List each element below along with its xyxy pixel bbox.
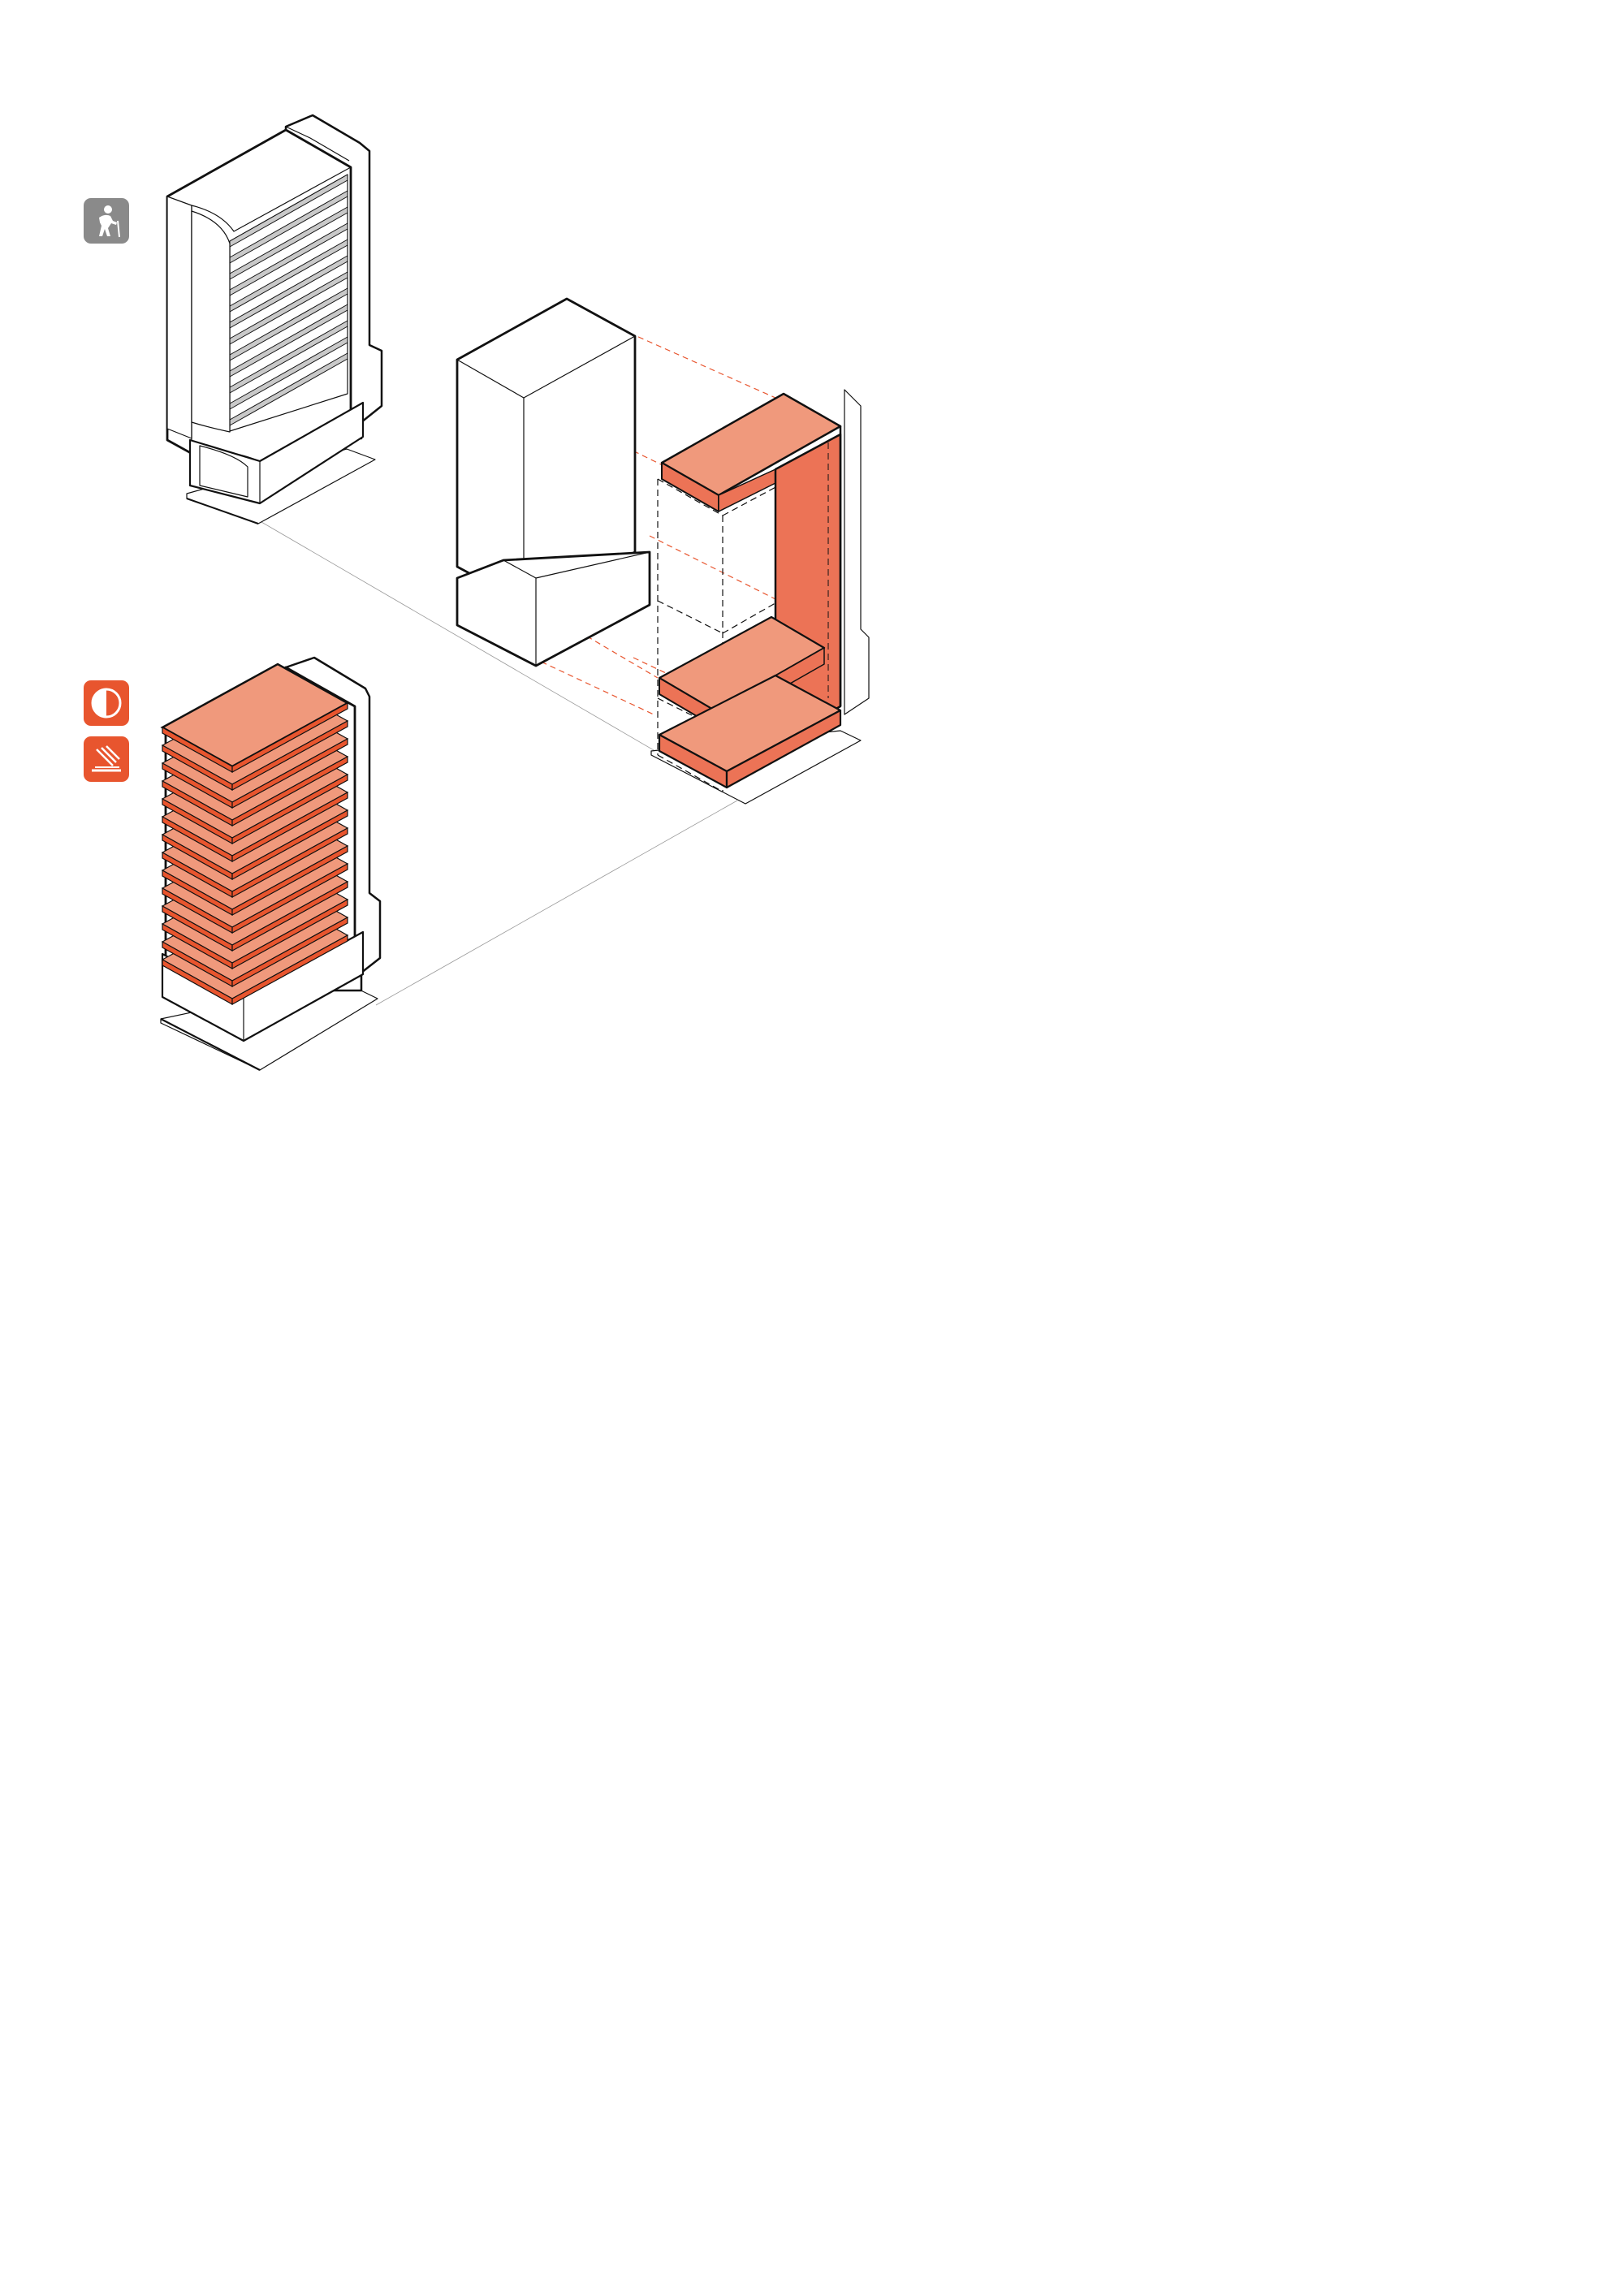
floor-slab-edge xyxy=(231,898,348,970)
floor-slab-edge xyxy=(231,719,348,792)
isometric-diagram xyxy=(160,114,870,1071)
floor-slab-edge xyxy=(231,773,348,845)
floor-slab-edge xyxy=(231,934,348,1006)
sunlight-shading-icon xyxy=(84,736,129,782)
floor-slab-edge xyxy=(231,737,348,809)
tower-existing xyxy=(166,114,383,524)
half-circle-contrast-icon xyxy=(84,680,129,726)
floor-slab-edge xyxy=(231,809,348,881)
floor-slab-edge xyxy=(231,701,348,774)
floor-slabs xyxy=(160,662,350,1006)
floor-slab-edge xyxy=(231,862,348,934)
floor-slab-edge xyxy=(231,791,348,863)
floor-slab-edge xyxy=(231,826,348,899)
floor-slab-edge xyxy=(231,916,348,988)
elderly-person-icon xyxy=(84,198,129,244)
floor-slab-edge xyxy=(231,844,348,917)
floor-slab-edge xyxy=(231,755,348,827)
floor-slab-edge xyxy=(231,880,348,952)
tower-exploded xyxy=(456,297,870,805)
